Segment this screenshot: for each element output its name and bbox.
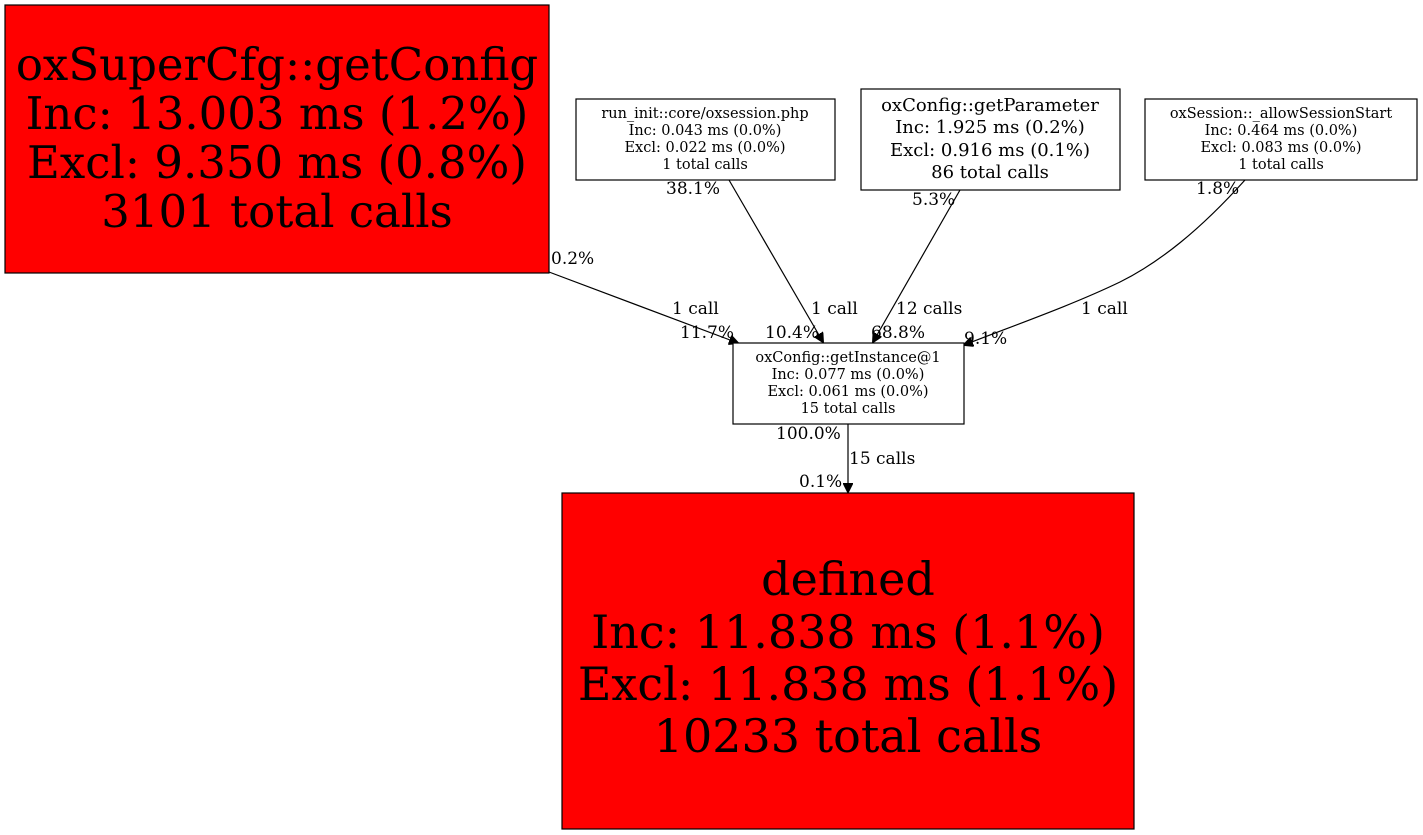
node-inclusive: Inc: 13.003 ms (1.2%) <box>26 87 529 140</box>
node-exclusive: Excl: 11.838 ms (1.1%) <box>578 657 1118 711</box>
edge-call-count: 1 call <box>811 299 858 319</box>
node-box <box>561 492 1135 830</box>
node-inclusive: Inc: 11.838 ms (1.1%) <box>591 605 1105 659</box>
node-inclusive: Inc: 1.925 ms (0.2%) <box>895 117 1085 138</box>
edge-tail-percent: 38.1% <box>666 179 720 199</box>
edge-call-count: 12 calls <box>896 299 962 319</box>
node-total-calls: 15 total calls <box>801 401 896 417</box>
node-total-calls: 3101 total calls <box>101 185 453 238</box>
node-total-calls: 86 total calls <box>931 162 1049 183</box>
node-total-calls: 10233 total calls <box>654 709 1043 763</box>
edge-head-percent: 68.8% <box>871 323 925 343</box>
node-name: oxConfig::getParameter <box>881 95 1099 116</box>
edge-tail-percent: 100.0% <box>776 424 841 444</box>
node-session-allowsessionstart[interactable]: oxSession::_allowSessionStart Inc: 0.464… <box>1144 98 1418 181</box>
edge-head-percent: 10.4% <box>765 323 819 343</box>
node-exclusive: Excl: 0.916 ms (0.1%) <box>890 140 1090 161</box>
edge-tail-percent: 0.2% <box>551 249 594 269</box>
node-box <box>575 98 836 181</box>
node-total-calls: 1 total calls <box>662 157 748 173</box>
edge-head-percent: 9.1% <box>964 329 1007 349</box>
node-exclusive: Excl: 0.022 ms (0.0%) <box>624 140 785 156</box>
node-box <box>1144 98 1418 181</box>
node-name: run_init::core/oxsession.php <box>601 106 808 122</box>
node-config-getparameter[interactable]: oxConfig::getParameter Inc: 1.925 ms (0.… <box>860 88 1121 191</box>
node-name: oxSession::_allowSessionStart <box>1170 106 1393 122</box>
edge-tail-percent: 5.3% <box>912 190 955 210</box>
node-box <box>860 88 1121 191</box>
edge-getinstance-to-defined: 100.0% 15 calls 0.1% <box>776 424 915 492</box>
node-box <box>732 342 965 425</box>
edge-call-count: 1 call <box>1081 299 1128 319</box>
node-exclusive: Excl: 0.061 ms (0.0%) <box>767 384 928 400</box>
edge-head-percent: 0.1% <box>799 472 842 492</box>
edge-runinit-to-getinstance: 38.1% 1 call 10.4% <box>666 179 858 343</box>
node-name: oxConfig::getInstance@1 <box>755 350 940 366</box>
node-name: oxSuperCfg::getConfig <box>16 38 538 91</box>
node-supercfg-getconfig[interactable]: oxSuperCfg::getConfig Inc: 13.003 ms (1.… <box>4 4 550 274</box>
node-runinit-oxsession[interactable]: run_init::core/oxsession.php Inc: 0.043 … <box>575 98 836 181</box>
edge-allowsession-to-getinstance: 1.8% 1 call 9.1% <box>964 179 1246 349</box>
node-defined[interactable]: defined Inc: 11.838 ms (1.1%) Excl: 11.8… <box>561 492 1135 830</box>
node-inclusive: Inc: 0.043 ms (0.0%) <box>629 123 782 139</box>
edge-getparameter-to-getinstance: 5.3% 12 calls 68.8% <box>871 189 962 343</box>
node-total-calls: 1 total calls <box>1238 157 1324 173</box>
edge-supercfg-to-getinstance: 0.2% 1 call 11.7% <box>548 249 738 343</box>
node-config-getinstance[interactable]: oxConfig::getInstance@1 Inc: 0.077 ms (0… <box>732 342 965 425</box>
node-name: defined <box>761 552 935 606</box>
node-box <box>4 4 550 274</box>
edge-call-count: 1 call <box>672 299 719 319</box>
edge-head-percent: 11.7% <box>680 323 734 343</box>
edge-call-count: 15 calls <box>849 449 915 469</box>
node-inclusive: Inc: 0.077 ms (0.0%) <box>772 367 925 383</box>
edge-tail-percent: 1.8% <box>1196 179 1239 199</box>
node-exclusive: Excl: 0.083 ms (0.0%) <box>1200 140 1361 156</box>
node-inclusive: Inc: 0.464 ms (0.0%) <box>1205 123 1358 139</box>
node-exclusive: Excl: 9.350 ms (0.8%) <box>27 136 527 189</box>
